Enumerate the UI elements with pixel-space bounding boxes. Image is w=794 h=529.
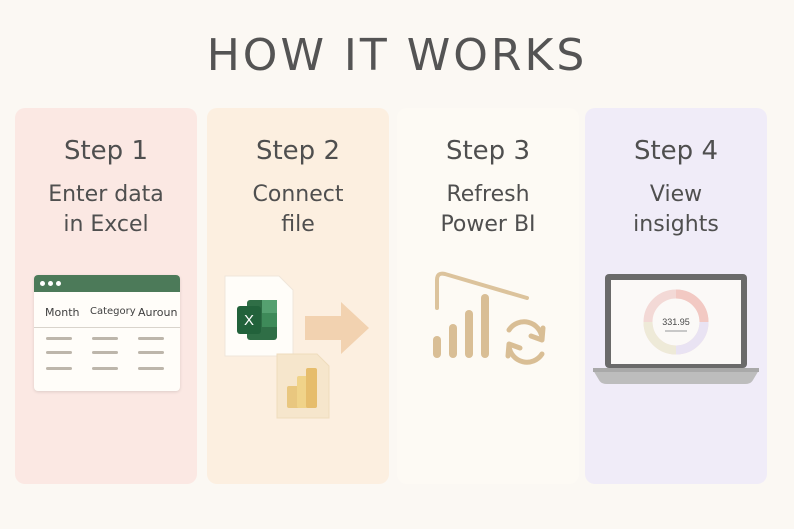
step-card-2: Step 2 Connect file X — [207, 108, 389, 484]
step-desc-line: Refresh — [446, 182, 530, 207]
step-desc-line: Power BI — [440, 212, 536, 237]
column-header: Category — [90, 306, 136, 317]
column-header: Auroun — [138, 306, 178, 319]
excel-icon: X — [224, 275, 294, 357]
spreadsheet-window: Month Category Auroun — [34, 275, 180, 391]
step-description: Enter data in Excel — [15, 180, 197, 240]
spreadsheet-header-row: Month Category Auroun — [34, 306, 180, 324]
connect-file-illustration: X — [224, 275, 369, 419]
step-description: Refresh Power BI — [397, 180, 579, 240]
step-description: View insights — [585, 180, 767, 240]
powerbi-chart-icon — [433, 271, 529, 358]
refresh-powerbi-illustration — [433, 271, 546, 365]
page-title: HOW IT WORKS — [206, 30, 588, 81]
excel-letter: X — [244, 312, 254, 329]
step-title: Step 1 — [63, 136, 148, 166]
step-desc-line: Connect — [252, 182, 344, 207]
laptop-icon: 331.95 — [593, 274, 759, 384]
step-description: Connect file — [207, 180, 389, 240]
step-card-1: Step 1 Enter data in Excel Month Categor… — [15, 108, 197, 484]
step-desc-line: in Excel — [63, 212, 149, 237]
column-header: Month — [45, 306, 80, 319]
powerbi-file-icon — [276, 353, 330, 419]
step-desc-line: insights — [633, 212, 719, 237]
refresh-icon — [505, 319, 546, 365]
step-title: Step 4 — [633, 136, 718, 166]
step-desc-line: file — [281, 212, 315, 237]
spreadsheet-titlebar — [34, 275, 180, 292]
arrow-right-icon — [305, 302, 369, 354]
step-card-4: Step 4 View insights 331.95 — [585, 108, 767, 484]
step-card-3: Step 3 Refresh Power BI — [397, 108, 579, 484]
donut-value: 331.95 — [662, 317, 690, 327]
step-title: Step 2 — [255, 136, 340, 166]
step-desc-line: Enter data — [48, 182, 164, 207]
donut-chart-icon: 331.95 — [643, 289, 709, 355]
step-desc-line: View — [649, 182, 703, 207]
step-title: Step 3 — [445, 136, 530, 166]
